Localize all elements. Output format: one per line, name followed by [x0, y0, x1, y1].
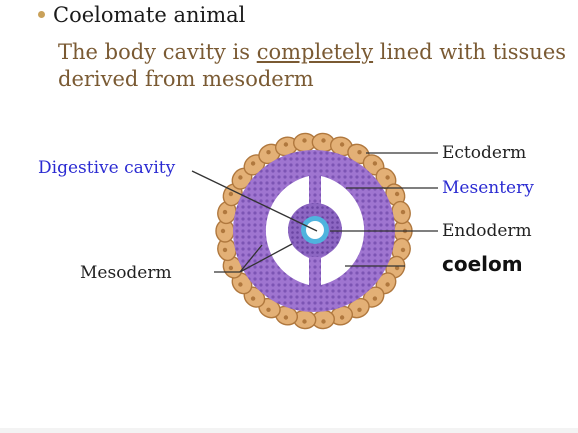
ectoderm-nucleus: [266, 307, 271, 312]
mesentery-ventral: [309, 256, 321, 285]
ectoderm-nucleus: [372, 161, 378, 166]
label-digestive-cavity: Digestive cavity: [38, 158, 176, 178]
leader-mesoderm-b: [239, 243, 293, 273]
ectoderm-nucleus: [400, 209, 406, 215]
leader-digestive-cavity: [191, 170, 318, 232]
ectoderm-nucleus: [394, 191, 400, 197]
ectoderm-nucleus: [283, 142, 289, 147]
ectoderm-nucleus: [321, 319, 326, 324]
ectoderm-nucleus: [266, 150, 271, 155]
leader-mesoderm-a: [239, 244, 263, 273]
label-ectoderm: Ectoderm: [442, 143, 527, 163]
slide-bullet: Coelomate animal: [38, 3, 245, 27]
label-endoderm: Endoderm: [442, 221, 532, 241]
label-coelom: coelom: [442, 252, 523, 276]
label-mesoderm: Mesoderm: [80, 263, 172, 283]
bullet-dot-icon: [38, 11, 45, 18]
ectoderm-nucleus: [372, 296, 378, 301]
ectoderm-nucleus: [302, 138, 307, 143]
label-mesentery: Mesentery: [442, 178, 534, 198]
ectoderm-nucleus: [339, 315, 345, 320]
ectoderm-nucleus: [339, 142, 345, 147]
emphasis-completely: completely: [256, 40, 374, 64]
description-text: The body cavity is completely lined with…: [58, 40, 567, 91]
slide-bottom-edge: [0, 428, 578, 433]
ectoderm-nucleus: [357, 150, 362, 155]
ectoderm-nucleus: [228, 191, 234, 197]
ectoderm-nucleus: [400, 247, 406, 253]
bullet-title: Coelomate animal: [53, 3, 246, 27]
ectoderm-nucleus: [222, 247, 228, 253]
mesentery-dorsal: [309, 176, 321, 205]
coelom-left: [265, 176, 309, 285]
ectoderm-nucleus: [238, 175, 243, 180]
ectoderm-nucleus: [250, 161, 256, 166]
ectoderm-nucleus: [222, 209, 228, 215]
ectoderm-nucleus: [220, 228, 226, 234]
ectoderm-nucleus: [321, 138, 326, 143]
ectoderm-nucleus: [357, 307, 362, 312]
ectoderm-nucleus: [228, 265, 234, 271]
ectoderm-nucleus: [250, 296, 256, 301]
ectoderm-nucleus: [394, 265, 400, 271]
ectoderm-nucleus: [385, 175, 390, 180]
ectoderm-nucleus: [283, 315, 289, 320]
ectoderm-nucleus: [238, 282, 243, 287]
ectoderm-nucleus: [385, 282, 390, 287]
ectoderm-nucleus: [302, 319, 307, 324]
